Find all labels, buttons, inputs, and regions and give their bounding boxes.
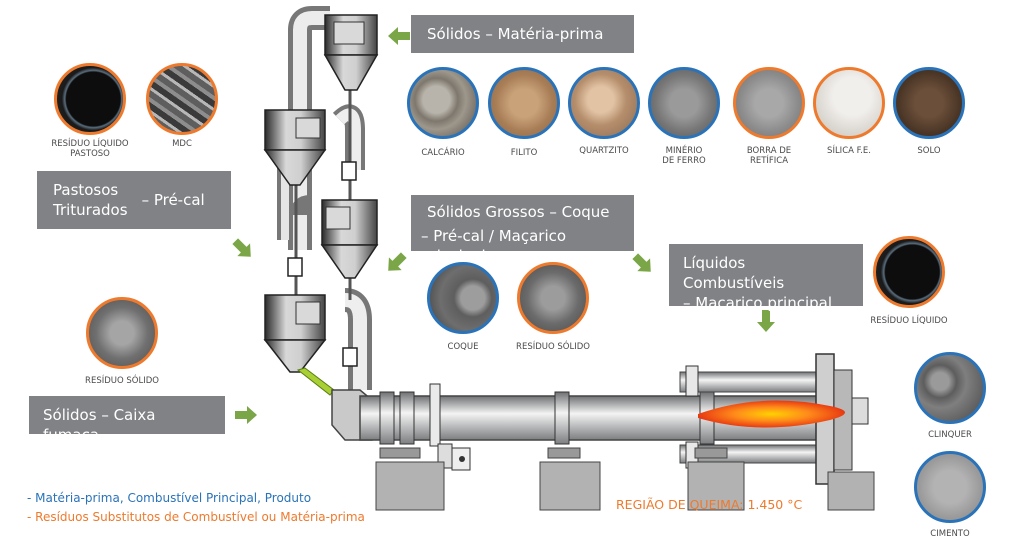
box-solidos-grossos: Sólidos Grossos – Coque – Pré-cal / Maça… xyxy=(411,195,634,265)
arrow-down-right-icon xyxy=(632,253,651,272)
kiln-supports xyxy=(375,447,875,511)
box-text: Sólidos Grossos – Coque xyxy=(427,203,610,221)
arrow-left-icon xyxy=(388,27,410,45)
calcario-image xyxy=(407,67,479,139)
residuo-solido-left-label: RESÍDUO SÓLIDO xyxy=(85,376,159,386)
residuo-liquido-image xyxy=(873,236,945,308)
silica-fe-image xyxy=(813,67,885,139)
box-text: Pastosos xyxy=(53,181,119,199)
borra-de-retifica-image xyxy=(733,67,805,139)
legend-orange-item: - Resíduos Substitutos de Combustível ou… xyxy=(27,510,365,524)
silica-fe-label: SÍLICA F.E. xyxy=(827,146,871,156)
cyclone-2 xyxy=(263,109,357,186)
clinquer-label: CLINQUER xyxy=(928,430,972,440)
filito-image xyxy=(488,67,560,139)
coque-label: COQUE xyxy=(447,342,479,352)
quartzito-label: QUARTZITO xyxy=(579,146,629,156)
box-text: Sólidos – Matéria-prima xyxy=(427,25,604,43)
solo-label: SOLO xyxy=(917,146,941,156)
box-text: Líquidos Combustíveis xyxy=(683,254,785,292)
arrow-down-right-icon xyxy=(232,238,251,257)
residuo-solido-mid-image xyxy=(517,262,589,334)
residuo-solido-left-image xyxy=(86,297,158,369)
flame xyxy=(698,400,845,428)
box-solidos-materia-prima: Sólidos – Matéria-prima xyxy=(411,15,634,53)
cyclone-3 xyxy=(287,199,379,279)
box-text: – Pré-cal / Maçarico principal xyxy=(421,227,567,265)
box-liquidos-combustiveis: Líquidos Combustíveis – Maçarico princip… xyxy=(669,244,863,312)
arrow-right-icon xyxy=(235,406,257,424)
residuo-solido-mid-label: RESÍDUO SÓLIDO xyxy=(516,342,590,352)
residuo-liquido-pastoso-label: RESÍDUO LÍQUIDO PASTOSO xyxy=(51,139,129,159)
box-text: Sólidos – Caixa fumaça xyxy=(43,406,156,444)
residuo-liquido-pastoso-image xyxy=(54,63,126,135)
box-pastosos-triturados: Pastosos Triturados – Pré-cal xyxy=(37,171,231,229)
quartzito-image xyxy=(568,67,640,139)
residuo-liquido-label: RESÍDUO LÍQUIDO xyxy=(870,316,948,326)
coque-image xyxy=(427,262,499,334)
calcario-label: CALCÁRIO xyxy=(421,148,465,158)
legend-blue-item: - Matéria-prima, Combustível Principal, … xyxy=(27,491,312,505)
arrow-down-left-icon xyxy=(388,252,407,271)
box-text: Triturados xyxy=(53,201,128,219)
minerio-de-ferro-label: MINÉRIO DE FERRO xyxy=(662,146,706,166)
burn-region-label: REGIÃO DE QUEIMA: 1.450 °C xyxy=(616,497,803,512)
minerio-de-ferro-image xyxy=(648,67,720,139)
borra-de-retifica-label: BORRA DE RETÍFICA xyxy=(746,146,792,166)
cyclone-bottom xyxy=(263,294,358,396)
cyclone-top xyxy=(323,14,379,91)
solo-image xyxy=(893,67,965,139)
box-text: – Maçarico principal xyxy=(683,294,833,312)
filito-label: FILITO xyxy=(510,148,538,158)
mdc-label: MDC xyxy=(172,139,192,149)
kiln-drive xyxy=(437,443,471,471)
cimento-image xyxy=(914,451,986,523)
clinquer-image xyxy=(914,352,986,424)
box-solidos-caixa-fumaca: Sólidos – Caixa fumaça xyxy=(29,396,225,444)
arrow-down-icon xyxy=(757,310,775,332)
cimento-label: CIMENTO xyxy=(930,529,970,539)
box-text: – Pré-cal xyxy=(141,191,205,209)
mdc-image xyxy=(146,63,218,135)
